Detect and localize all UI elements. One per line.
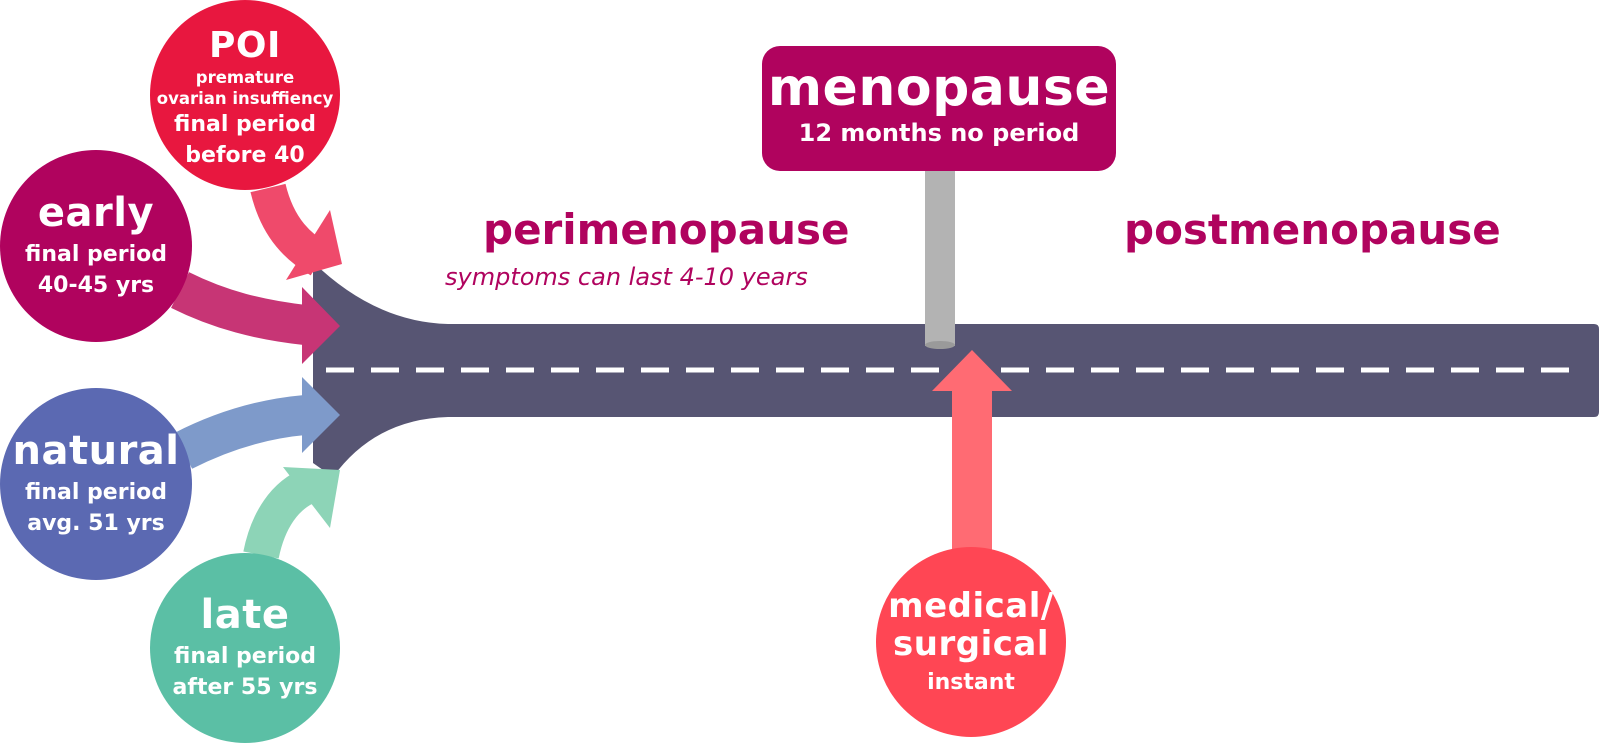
sign-post-base xyxy=(925,341,955,349)
perimenopause-subtitle: symptoms can last 4-10 years xyxy=(445,263,808,291)
late-line-1: final period xyxy=(174,644,316,669)
menopause-subtitle: 12 months no period xyxy=(798,119,1080,147)
late-title: late xyxy=(200,592,290,638)
poi-line-1: final period xyxy=(174,112,316,137)
early-line-1: final period xyxy=(25,242,167,267)
early-arrow xyxy=(171,272,340,364)
poi-circle: POI premature ovarian insuffiency final … xyxy=(150,0,340,190)
early-circle: early final period 40-45 yrs xyxy=(0,150,192,342)
poi-detail-line-1: premature xyxy=(195,68,295,87)
menopause-sign: menopause 12 months no period xyxy=(762,46,1116,171)
natural-line-1: final period xyxy=(25,480,167,505)
late-arrow xyxy=(243,467,340,560)
natural-circle: natural final period avg. 51 yrs xyxy=(0,388,192,580)
poi-title: POI xyxy=(209,25,281,66)
poi-detail-line-2: ovarian insuffiency xyxy=(156,89,334,108)
perimenopause-label: perimenopause xyxy=(483,205,850,254)
poi-line-2: before 40 xyxy=(185,143,305,168)
natural-title: natural xyxy=(12,428,180,474)
poi-arrow xyxy=(250,183,342,280)
menopause-title: menopause xyxy=(767,58,1111,118)
early-line-2: 40-45 yrs xyxy=(37,273,155,298)
natural-arrow xyxy=(173,377,340,469)
medical-arrow xyxy=(932,350,1012,553)
medical-title-line-1: medical/ xyxy=(888,585,1054,626)
medical-detail: instant xyxy=(927,669,1015,695)
medical-title-line-2: surgical xyxy=(893,623,1049,664)
medical-surgical-circle: medical/ surgical instant xyxy=(876,547,1066,737)
postmenopause-label: postmenopause xyxy=(1124,205,1501,254)
sign-post xyxy=(925,168,955,346)
early-title: early xyxy=(37,190,155,236)
late-circle: late final period after 55 yrs xyxy=(150,553,340,743)
natural-line-2: avg. 51 yrs xyxy=(27,511,165,536)
late-line-2: after 55 yrs xyxy=(172,675,318,700)
